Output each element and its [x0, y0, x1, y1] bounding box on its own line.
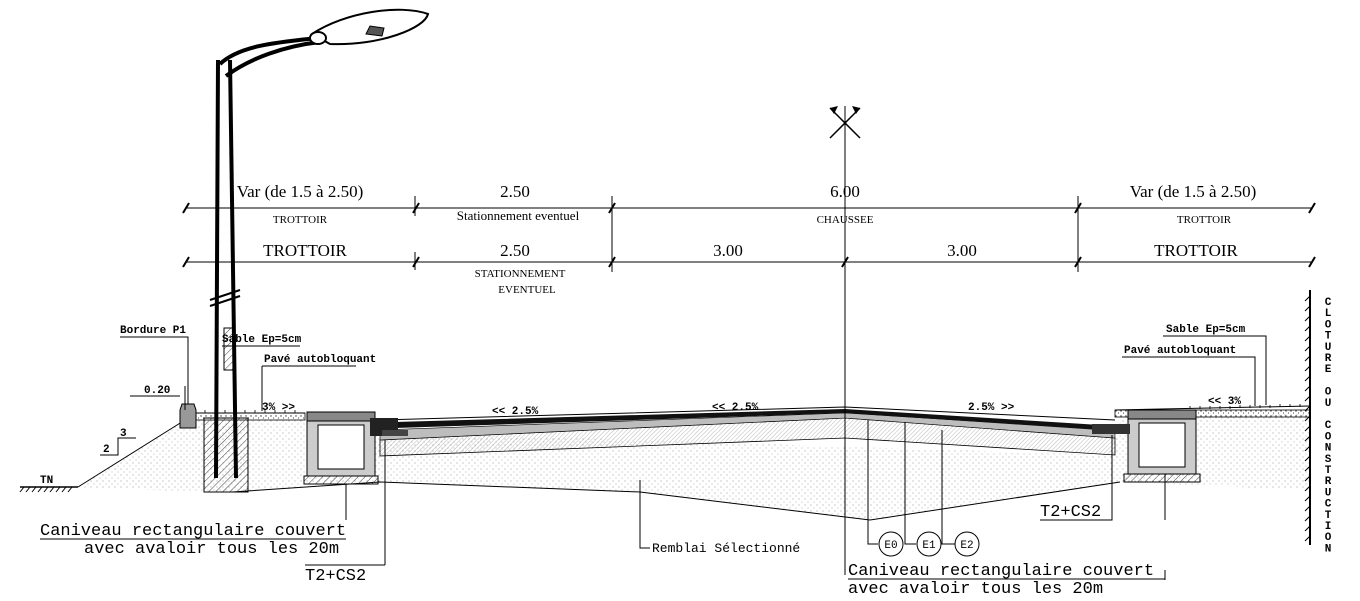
label-sable-right: Sable Ep=5cm: [1166, 324, 1246, 336]
layer-e2: E2: [960, 540, 973, 552]
layer-e1: E1: [922, 540, 936, 552]
caniveau-left-line2: avec avaloir tous les 20m: [84, 540, 339, 559]
dim2-right: TROTTOIR: [1154, 241, 1238, 260]
dim-roadway-sub: CHAUSSEE: [817, 214, 874, 226]
dim-right-sub: TROTTOIR: [1177, 214, 1232, 226]
slope-sidewalk-right: << 3%: [1208, 396, 1241, 408]
slope-sidewalk-left: 3% >>: [262, 402, 295, 414]
dim-left-sub: TROTTOIR: [273, 214, 328, 226]
caniveau-right-line2: avec avaloir tous les 20m: [848, 580, 1103, 599]
dim2-parking-sub-2: EVENTUEL: [498, 284, 556, 296]
dimension-lines: [182, 196, 1316, 272]
label-pave-right: Pavé autobloquant: [1124, 345, 1236, 357]
t2-left: T2+CS2: [305, 567, 366, 586]
dim-left-var: Var (de 1.5 à 2.50): [237, 182, 364, 201]
label-sable-left: Sable Ep=5cm: [222, 334, 302, 346]
dim-parking: 2.50: [500, 182, 530, 201]
caniveau-left: [303, 411, 408, 485]
slope-road-3: 2.5% >>: [968, 402, 1015, 414]
road-axis: [829, 106, 861, 575]
dim-parking-sub: Stationnement eventuel: [457, 208, 580, 223]
slope-road-1: << 2.5%: [492, 406, 539, 418]
t2-right: T2+CS2: [1040, 503, 1101, 522]
dim-roadway: 6.00: [830, 182, 860, 201]
dim2-lane-right: 3.00: [947, 241, 977, 260]
label-slope-h: 3: [120, 428, 127, 440]
label-width-020: 0.20: [144, 385, 170, 397]
layer-e0: E0: [884, 540, 897, 552]
dim2-left: TROTTOIR: [263, 241, 347, 260]
fence-wall: [1304, 290, 1311, 545]
dim-right-var: Var (de 1.5 à 2.50): [1130, 182, 1257, 201]
label-slope-v: 2: [103, 444, 110, 456]
layer-markers: [878, 531, 980, 557]
label-bordure: Bordure P1: [120, 325, 186, 337]
caniveau-right-line1: Caniveau rectangulaire couvert: [848, 562, 1154, 581]
tn-ground-hatch: [19, 486, 78, 493]
bordure-p1: [179, 403, 197, 429]
remblai-label: Remblai Sélectionné: [652, 541, 800, 556]
slope-road-2: << 2.5%: [712, 402, 759, 414]
caniveau-left-line1: Caniveau rectangulaire couvert: [40, 522, 346, 541]
caniveau-right: [1092, 409, 1201, 483]
label-tn: TN: [40, 475, 53, 487]
label-pave-left: Pavé autobloquant: [264, 354, 376, 366]
dim2-lane-left: 3.00: [713, 241, 743, 260]
right-sidewalk: [1114, 404, 1311, 418]
dim2-parking-sub-1: STATIONNEMENT: [475, 268, 566, 280]
dim2-parking: 2.50: [500, 241, 530, 260]
leader-lines: [100, 335, 1267, 580]
